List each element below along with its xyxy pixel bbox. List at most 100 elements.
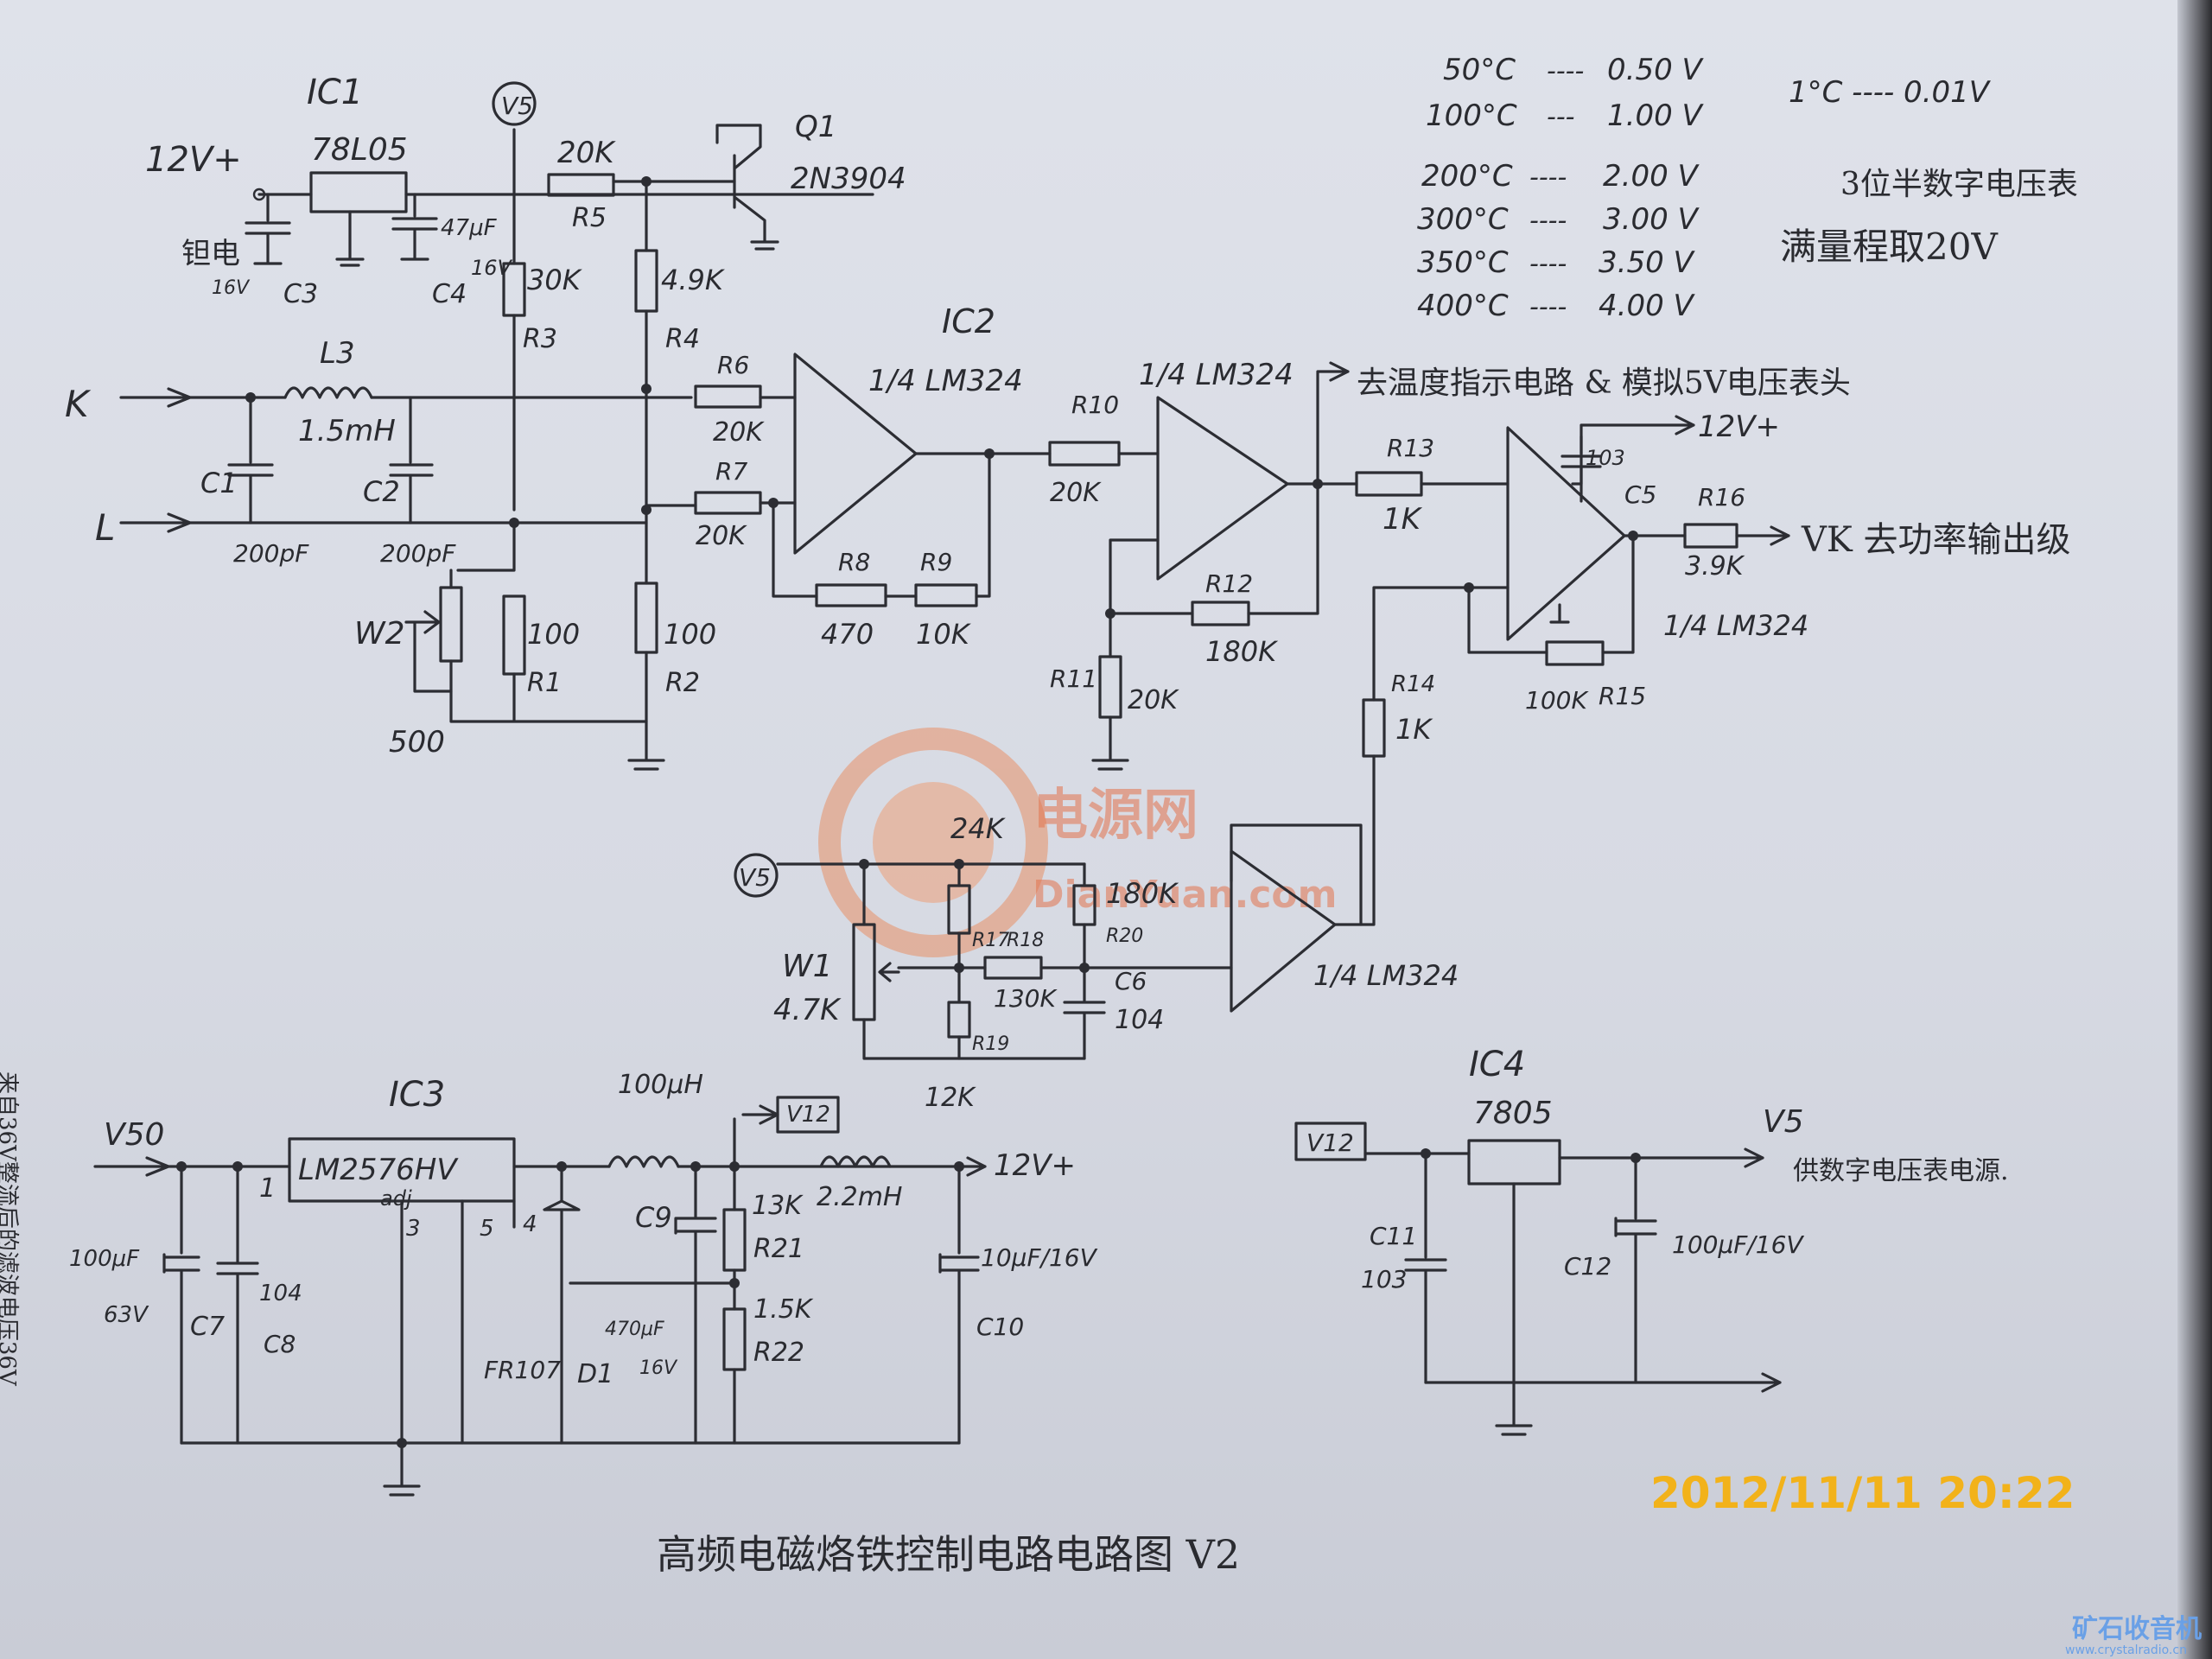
temp-row-temp: 400°C [1417,289,1509,323]
r14-label: R14 [1391,671,1435,697]
v12-in-label: 12V+ [145,140,242,180]
r5-label: R5 [572,203,607,233]
temp-row-dash: ---- [1529,206,1567,236]
w2-val-label: 500 [389,725,445,760]
r5-resistor [547,173,615,197]
c12-val-label: 100μF/16V [1672,1230,1804,1259]
r4-resistor [634,249,658,313]
v12-node-label: V12 [786,1102,830,1128]
c4-val-label: 47μF [441,215,498,241]
range-note: 满量程取20V [1780,226,1998,268]
r1-label: R1 [527,668,562,698]
c2-val-label: 200pF [380,539,456,568]
ic1-label: IC1 [307,73,363,112]
temp-row-volt: 2.00 V [1603,159,1700,194]
temp-row-dash: ---- [1529,162,1567,193]
r11-label: R11 [1050,664,1097,693]
c9-label: C9 [635,1201,672,1234]
pin1-label: 1 [259,1173,276,1204]
c8-label: C8 [264,1330,296,1358]
temp-row-temp: 350°C [1417,245,1509,280]
pin5-label: 5 [480,1216,494,1242]
r7-label: R7 [715,457,747,486]
temp-row-dash: ---- [1547,56,1584,86]
opamp3-label: 1/4 LM324 [1663,609,1808,642]
r18-label: R18 [1007,930,1044,951]
c9-val-label: 470μF [605,1319,664,1340]
opamp4-triangle [1230,849,1337,1013]
ic1-body [309,171,408,213]
r2-resistor [634,582,658,654]
r13-label: R13 [1387,434,1434,462]
corner-watermark-url: www.crystalradio.cn [2065,1643,2187,1657]
temp-row-temp: 100°C [1426,99,1517,133]
c10-val-label: 10μF/16V [981,1243,1098,1272]
r12-label: R12 [1205,569,1253,598]
ic3-part-label: LM2576HV [298,1153,459,1187]
ic1-section [245,81,874,771]
ic3-label: IC3 [389,1075,445,1115]
r10-resistor [1048,441,1121,467]
r4-val-label: 4.9K [661,264,726,296]
opamp3-triangle [1506,426,1626,641]
c2-label: C2 [363,475,400,508]
q1-part-label: 2N3904 [791,162,906,196]
r1-val-label: 100 [527,618,580,651]
ic2-triangle [793,353,918,555]
v12-out-label: 12V+ [994,1148,1076,1183]
r22-val-label: 1.5K [753,1294,814,1325]
v5-out-label: V5 [1763,1104,1804,1140]
l-out-label: 100μH [618,1070,703,1100]
r22-label: R22 [753,1338,804,1368]
c11-val-label: 103 [1361,1265,1407,1294]
opamp2-label: 1/4 LM324 [1139,358,1294,392]
ic4-body [1467,1139,1561,1185]
r17-label: R17 [972,930,1009,951]
c5-label: C5 [1624,480,1656,509]
r21-label: R21 [753,1234,804,1264]
r19-val-label: 12K [925,1083,976,1113]
c4-v-label: 16V [471,256,513,280]
r11-val-label: 20K [1128,685,1179,715]
ic2-label: IC2 [942,302,995,340]
c8-val-label: 104 [259,1281,302,1306]
pin3-label: 3 [406,1216,421,1242]
r21-resistor [722,1208,747,1272]
w2-label: W2 [354,616,405,652]
r15-val-label: 100K [1525,686,1589,715]
r19-label: R19 [972,1033,1009,1055]
opamp4-section [734,823,1363,1060]
c3-label: C3 [283,279,318,309]
v5b-node-circle [734,853,779,898]
temp-row-volt: 0.50 V [1607,53,1705,87]
c3-val-label: 16V [212,277,251,299]
corner-watermark: 矿石收音机 [2072,1614,2202,1644]
w2-pot [439,586,463,663]
temp-row-temp: 200°C [1421,159,1513,194]
ic4-part-label: 7805 [1473,1096,1553,1131]
w1-label: W1 [782,949,833,984]
ic4-label: IC4 [1469,1045,1525,1084]
r7-val-label: 20K [696,521,747,551]
r16-val-label: 3.9K [1685,551,1745,582]
r20-val-label: 180K [1106,877,1179,910]
v12-in2-label: V12 [1306,1128,1354,1157]
w1-val-label: 4.7K [773,993,842,1027]
r5-val-label: 20K [557,136,616,170]
c6-label: C6 [1115,967,1147,995]
watermark-logo [818,728,1048,957]
r6-label: R6 [717,351,749,379]
r8-resistor [815,583,887,607]
c4-label: C4 [432,279,467,309]
r1-resistor [502,594,526,676]
r17-val-label: 24K [950,812,1007,845]
c7-v-label: 63V [104,1302,149,1328]
temp-row-dash: ---- [1529,249,1567,279]
r4-label: R4 [665,324,700,354]
l3-label: L3 [320,336,355,371]
r15-label: R15 [1599,682,1646,710]
ic3-sub-label: adj [380,1186,412,1211]
opamp3-section [1316,415,1790,926]
